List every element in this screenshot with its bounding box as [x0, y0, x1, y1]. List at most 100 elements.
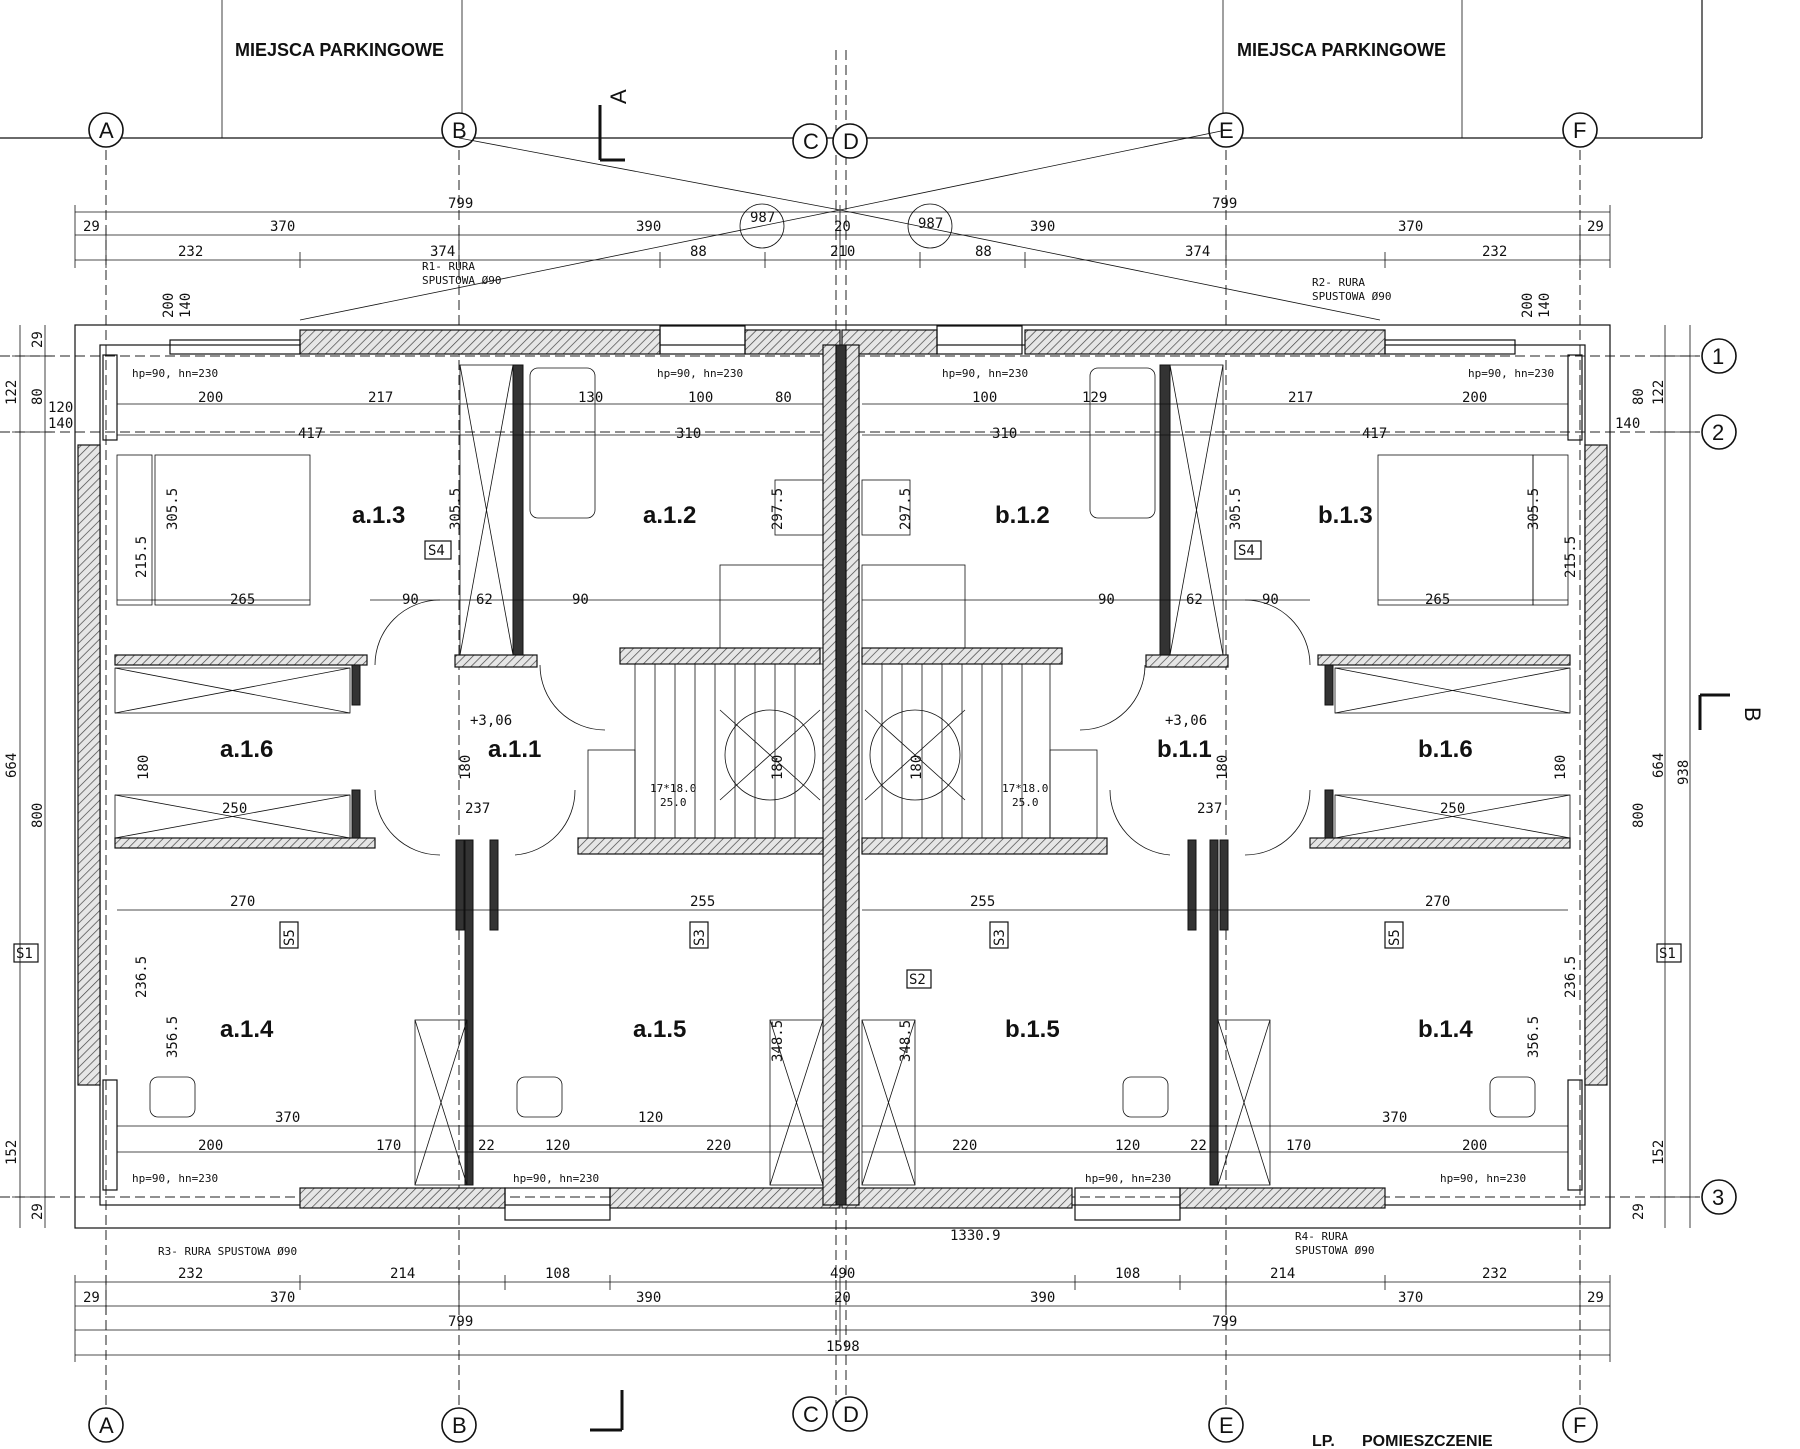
dim-356-5-right: 356.5	[1526, 1016, 1542, 1058]
axis-bubble-a-bottom	[88, 1407, 124, 1443]
stair-tread-left: 25.0	[660, 796, 687, 809]
side-dim-152-left: 152	[4, 1140, 20, 1165]
wall-bottom-right-2	[1179, 1187, 1386, 1209]
stair-steps-right: 17*18.0	[1002, 782, 1048, 795]
bottom-dim-799-left: 799	[448, 1314, 473, 1330]
axis-label-f-top: F	[1573, 118, 1586, 143]
dim-90-d: 90	[1262, 592, 1279, 608]
section-mark-a-bottom	[590, 1390, 624, 1432]
bottom-dim-799-right: 799	[1212, 1314, 1237, 1330]
partitions-left	[114, 364, 824, 1186]
svg-text:S4: S4	[1238, 543, 1255, 559]
dim-129: 129	[1082, 390, 1107, 406]
dim-237-right: 237	[1197, 801, 1222, 817]
top-dim-370-left: 370	[270, 219, 295, 235]
tag-s4-right: S4	[1234, 540, 1262, 560]
side-dim-140-right: 140	[1615, 416, 1640, 432]
axis-label-3: 3	[1712, 1185, 1724, 1210]
room-b-1-4: b.1.4	[1418, 1016, 1473, 1043]
pipe-r1-line2: SPUSTOWA Ø90	[422, 274, 501, 287]
top-dim-370-right: 370	[1398, 219, 1423, 235]
axis-label-d-top: D	[843, 129, 859, 154]
dim-180-c: 180	[770, 755, 786, 780]
top-dim-210: 210	[830, 244, 855, 260]
bottom-dim-370-right: 370	[1398, 1290, 1423, 1306]
dim-217: 217	[368, 390, 393, 406]
dim-297-5-right: 297.5	[898, 488, 914, 530]
svg-text:A: A	[606, 89, 631, 104]
dim-200-v-a: 200	[161, 293, 177, 318]
bottom-dim-29-left: 29	[83, 1290, 100, 1306]
dim-236-5-left: 236.5	[134, 956, 150, 998]
wall-bottom-left-1	[299, 1187, 506, 1209]
diagonal-dim-left: 987	[750, 210, 775, 226]
dim-348-5-left: 348.5	[770, 1020, 786, 1062]
room-a-1-6: a.1.6	[220, 736, 273, 763]
side-dim-80-right: 80	[1631, 388, 1647, 405]
level-mark-left: +3,06	[470, 713, 512, 729]
axis-bubble-f-top	[1562, 112, 1598, 148]
furniture	[116, 367, 1569, 1118]
dim-220-right: 220	[952, 1138, 977, 1154]
dim-310-right: 310	[992, 426, 1017, 442]
bottom-dim-232-right: 232	[1482, 1266, 1507, 1282]
side-dim-152-right: 152	[1651, 1140, 1667, 1165]
dim-180-e: 180	[1215, 755, 1231, 780]
wall-right	[1584, 444, 1608, 1086]
dim-120-left: 120	[545, 1138, 570, 1154]
pipe-r3: R3- RURA SPUSTOWA Ø90	[158, 1245, 297, 1258]
axis-bubble-d-top	[832, 123, 868, 159]
dim-265-right: 265	[1425, 592, 1450, 608]
dim-305-5-left: 305.5	[165, 488, 181, 530]
bottom-dim-490: 490	[830, 1266, 855, 1282]
axis-bubble-1	[1701, 338, 1737, 374]
party-wall-hatch-left	[822, 344, 837, 1206]
dim-180-d: 180	[909, 755, 925, 780]
top-dim-799-left: 799	[448, 196, 473, 212]
dim-180-f: 180	[1553, 755, 1569, 780]
parking-label-right: MIEJSCA PARKINGOWE	[1237, 40, 1446, 60]
tag-s2: S2	[906, 969, 932, 989]
bottom-dim-232-left: 232	[178, 1266, 203, 1282]
level-mark-right: +3,06	[1165, 713, 1207, 729]
dim-236-5-right: 236.5	[1563, 956, 1579, 998]
tag-s4-left: S4	[424, 540, 452, 560]
axis-label-b-top: B	[452, 118, 467, 143]
door-swings	[374, 599, 1311, 856]
top-dim-29-right: 29	[1587, 219, 1604, 235]
dim-305-5-mid-right: 305.5	[1228, 488, 1244, 530]
interior-dims	[117, 403, 1568, 1153]
room-a-1-4: a.1.4	[220, 1016, 274, 1043]
room-b-1-6: b.1.6	[1418, 736, 1473, 763]
top-dim-799-right: 799	[1212, 196, 1237, 212]
dim-348-5-right: 348.5	[898, 1020, 914, 1062]
window-tag-1: hp=90, hn=230	[132, 367, 218, 380]
dim-370-right: 370	[1382, 1110, 1407, 1126]
dim-255-right: 255	[970, 894, 995, 910]
diagonal-lines	[299, 129, 1381, 321]
bottom-dim-108-right: 108	[1115, 1266, 1140, 1282]
side-dim-800-left: 800	[30, 803, 46, 828]
window-tag-6: hp=90, hn=230	[513, 1172, 599, 1185]
dim-180-b: 180	[458, 755, 474, 780]
dim-62-left: 62	[476, 592, 493, 608]
table-header-lp: LP.	[1312, 1433, 1335, 1449]
wall-top-right-1	[841, 329, 938, 355]
room-a-1-2: a.1.2	[643, 502, 696, 529]
parking-frame	[0, 0, 1703, 139]
dim-310-left: 310	[676, 426, 701, 442]
bottom-dim-108-left: 108	[545, 1266, 570, 1282]
axis-label-f-bottom: F	[1573, 1413, 1586, 1438]
axis-bubble-c-bottom	[792, 1396, 828, 1432]
dim-90-a: 90	[402, 592, 419, 608]
bottom-dim-29-right: 29	[1587, 1290, 1604, 1306]
top-dim-390-right: 390	[1030, 219, 1055, 235]
tag-s3-right: S3	[989, 921, 1009, 949]
top-dim-88-right: 88	[975, 244, 992, 260]
windows-top	[102, 325, 1583, 441]
top-dim-20-top: 20	[834, 219, 851, 235]
axis-bubble-b-top	[441, 112, 477, 148]
svg-text:S1: S1	[1659, 946, 1676, 962]
top-dim-29-left: 29	[83, 219, 100, 235]
